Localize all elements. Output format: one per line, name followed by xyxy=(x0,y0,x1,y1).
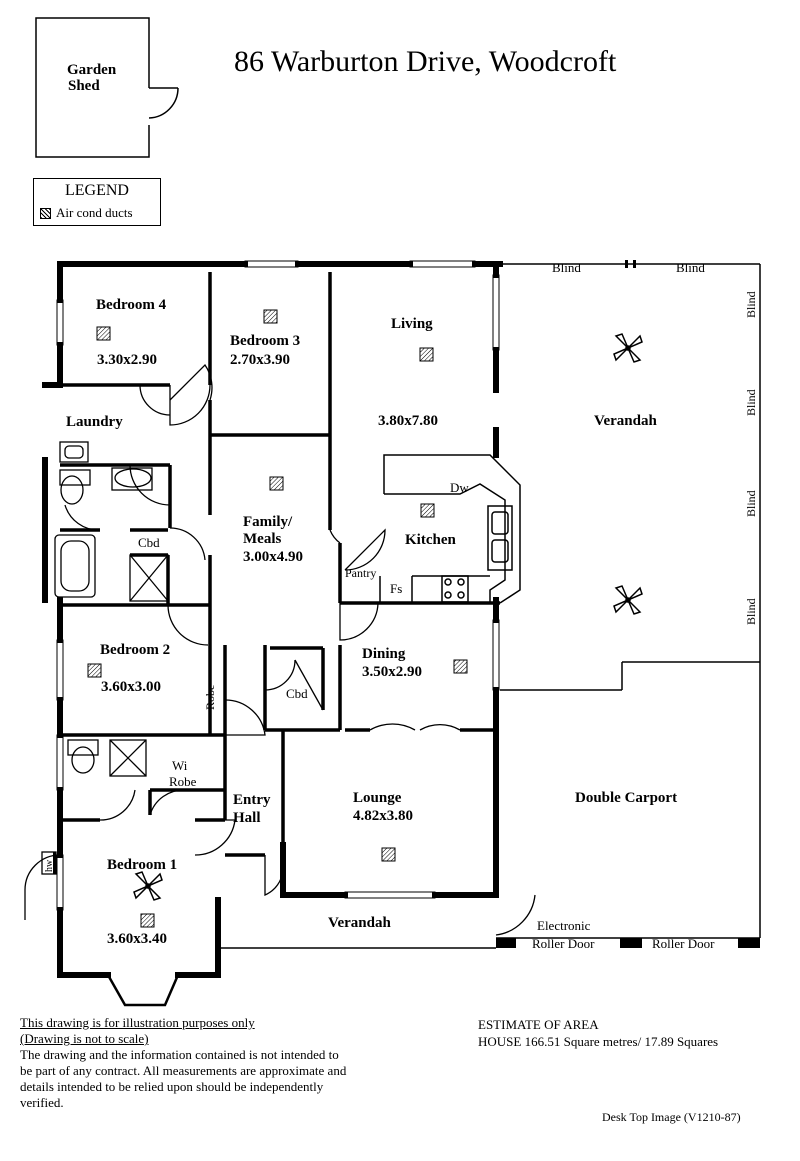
living-name: Living xyxy=(391,316,433,332)
roller-door-marks xyxy=(496,938,760,948)
dining-size: 3.50x2.90 xyxy=(362,664,422,680)
door-swings xyxy=(24,363,536,936)
entry-label-2: Hall xyxy=(233,810,261,826)
blind-label-5: Blind xyxy=(744,490,758,517)
bedroom3-size: 2.70x3.90 xyxy=(230,352,290,368)
bathroom-fixtures xyxy=(54,441,169,777)
lounge-size: 4.82x3.80 xyxy=(353,808,413,824)
blind-label-4: Blind xyxy=(744,389,758,416)
legend-title: LEGEND xyxy=(65,182,129,199)
cupboard-laundry-label: Cbd xyxy=(138,535,160,550)
laundry-label: Laundry xyxy=(66,414,123,430)
wi-robe-label-2: Robe xyxy=(169,774,197,789)
living-size: 3.80x7.80 xyxy=(378,413,438,429)
ceiling-fans xyxy=(133,333,643,901)
dishwasher-label: Dw xyxy=(450,480,469,495)
blind-label-2: Blind xyxy=(676,260,705,275)
robe-label: Robe xyxy=(203,684,217,710)
bay-window xyxy=(106,974,180,1007)
area-heading: ESTIMATE OF AREA xyxy=(478,1017,599,1032)
bedroom1-name: Bedroom 1 xyxy=(107,857,178,873)
family-size: 3.00x4.90 xyxy=(243,549,303,565)
bedroom3-name: Bedroom 3 xyxy=(230,333,301,349)
shed-label-1: Garden xyxy=(67,62,117,78)
electronic-label: Electronic xyxy=(537,918,591,933)
air-cond-ducts xyxy=(87,309,468,928)
entry-label-1: Entry xyxy=(233,792,271,808)
hot-water-label: hw xyxy=(44,859,55,872)
duct-icon xyxy=(40,207,51,219)
bedroom1-size: 3.60x3.40 xyxy=(107,931,167,947)
legend-item-label: Air cond ducts xyxy=(56,205,133,220)
area-house: HOUSE 166.51 Square metres/ 17.89 Square… xyxy=(478,1034,719,1049)
cupboard-hall-label: Cbd xyxy=(286,686,308,701)
garden-shed xyxy=(35,17,179,158)
bedroom2-size: 3.60x3.00 xyxy=(101,679,161,695)
wi-robe-label-1: Wi xyxy=(172,758,188,773)
verandah-front-label: Verandah xyxy=(328,915,391,931)
blind-posts xyxy=(625,260,636,268)
dining-name: Dining xyxy=(362,646,406,662)
disclaimer-body: The drawing and the information containe… xyxy=(20,1047,347,1110)
blind-label-6: Blind xyxy=(744,598,758,625)
legend-item: Air cond ducts xyxy=(40,205,133,221)
area-estimate: ESTIMATE OF AREA HOUSE 166.51 Square met… xyxy=(478,1016,718,1050)
bedroom4-name: Bedroom 4 xyxy=(96,297,167,313)
shed-label-2: Shed xyxy=(68,78,100,94)
kitchen-label: Kitchen xyxy=(405,532,456,548)
reference-code: Desk Top Image (V1210-87) xyxy=(602,1110,741,1124)
blind-label-3: Blind xyxy=(744,291,758,318)
pantry-label: Pantry xyxy=(345,566,377,580)
disclaimer: This drawing is for illustration purpose… xyxy=(20,1015,350,1111)
page-title: 86 Warburton Drive, Woodcroft xyxy=(234,45,617,78)
bedroom2-name: Bedroom 2 xyxy=(100,642,171,658)
outdoor-outlines xyxy=(218,263,761,949)
roller-door-label-1: Roller Door xyxy=(532,936,595,951)
bedroom4-size: 3.30x2.90 xyxy=(97,352,157,368)
family-label-2: Meals xyxy=(243,531,282,547)
family-label-1: Family/ xyxy=(243,514,293,530)
blind-label-1: Blind xyxy=(552,260,581,275)
lounge-name: Lounge xyxy=(353,790,402,806)
disclaimer-line1: This drawing is for illustration purpose… xyxy=(20,1015,255,1030)
disclaimer-line2: (Drawing is not to scale) xyxy=(20,1031,149,1046)
fridge-space-label: Fs xyxy=(390,581,403,596)
carport-label: Double Carport xyxy=(575,790,678,806)
verandah-rear-label: Verandah xyxy=(594,413,657,429)
kitchen-bench xyxy=(379,454,521,604)
legend: LEGEND Air cond ducts xyxy=(33,178,161,226)
roller-door-label-2: Roller Door xyxy=(652,936,715,951)
